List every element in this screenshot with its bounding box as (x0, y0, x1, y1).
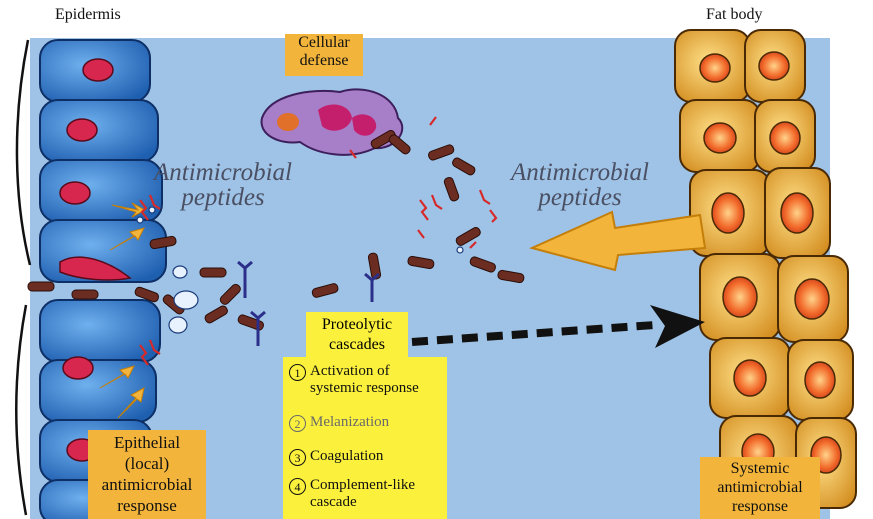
cascade-steps-panel: 1 Activation ofsystemic response 2 Melan… (283, 357, 447, 519)
step-number: 3 (289, 449, 306, 466)
antimicrobial-peptides-right-label: Antimicrobial peptides (485, 160, 675, 210)
cuticle-line (17, 40, 30, 265)
step-complement: 4 Complement-likecascade (289, 477, 415, 511)
epithelial-response-label: Epithelial (local) antimicrobial respons… (88, 430, 206, 519)
systemic-response-label: Systemic antimicrobial response (700, 457, 820, 519)
epidermis-label: Epidermis (55, 6, 121, 24)
step-melanization: 2 Melanization (289, 414, 389, 432)
proteolytic-cascades-label: Proteolytic cascades (306, 312, 408, 358)
step-coagulation: 3 Coagulation (289, 448, 383, 466)
cellular-defense-label: Cellular defense (285, 34, 363, 76)
antimicrobial-peptides-left-label: Antimicrobial peptides (128, 160, 318, 210)
fat-body-label: Fat body (706, 6, 762, 24)
step-number: 2 (289, 415, 306, 432)
step-number: 1 (289, 364, 306, 381)
step-number: 4 (289, 478, 306, 495)
cuticle-line (16, 305, 26, 515)
step-activation: 1 Activation ofsystemic response (289, 363, 419, 397)
